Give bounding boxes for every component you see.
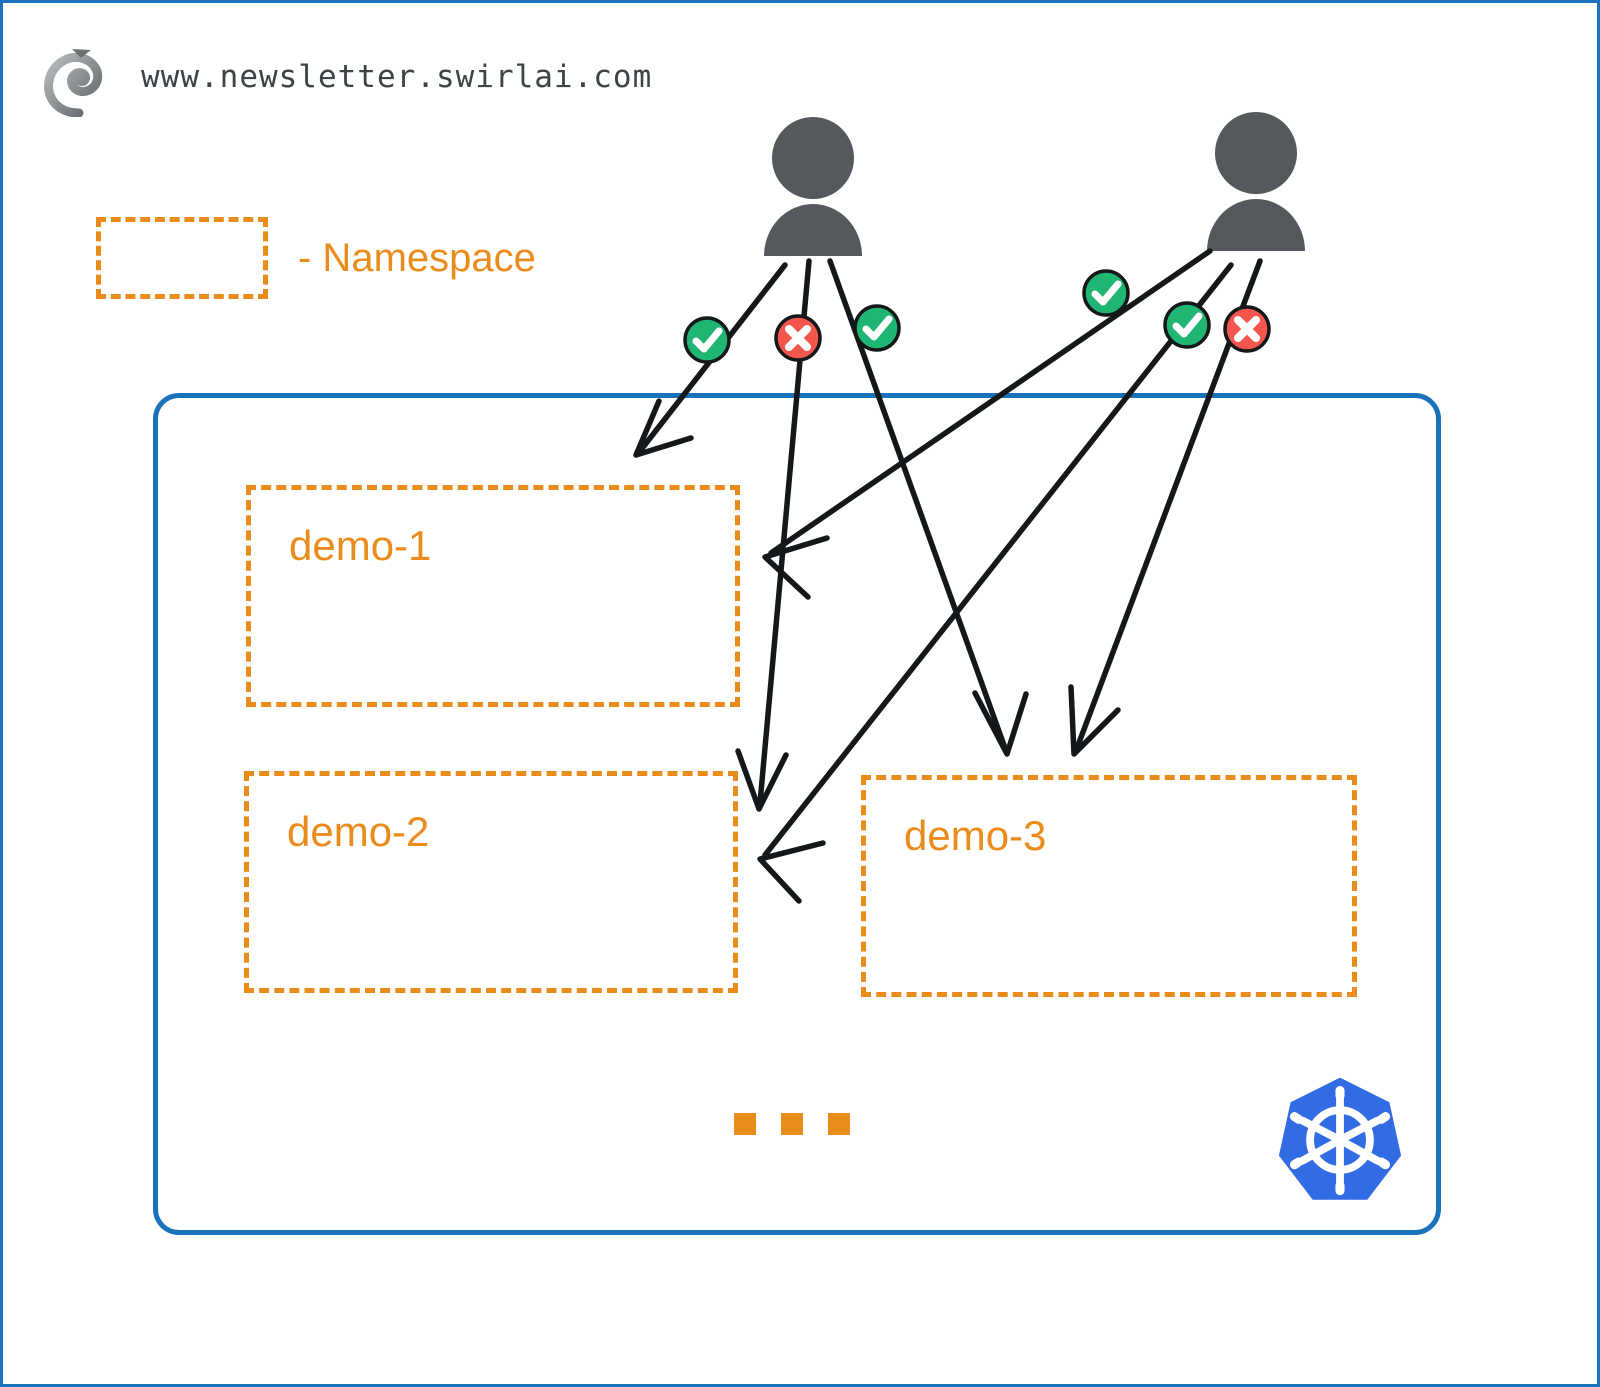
cross-icon xyxy=(1223,305,1271,353)
kubernetes-icon xyxy=(1275,1075,1405,1205)
brand-header: www.newsletter.swirlai.com xyxy=(43,37,652,117)
namespace-demo-3[interactable]: demo-3 xyxy=(861,775,1357,997)
check-icon xyxy=(1163,301,1211,349)
swirl-logo-icon xyxy=(43,37,115,117)
brand-url-text: www.newsletter.swirlai.com xyxy=(141,59,653,95)
badge-right-user-to-demo-1[interactable] xyxy=(1082,269,1132,324)
user-icon xyxy=(764,117,862,256)
namespace-demo-2[interactable]: demo-2 xyxy=(244,771,738,993)
badge-left-user-to-demo-3[interactable] xyxy=(853,304,903,359)
user-right[interactable] xyxy=(1201,111,1311,251)
namespace-demo-1[interactable]: demo-1 xyxy=(246,485,740,707)
namespace-demo-3-label: demo-3 xyxy=(904,812,1047,859)
legend-namespace-swatch xyxy=(96,217,268,299)
more-namespaces-ellipsis xyxy=(734,1113,850,1135)
legend: - Namespace xyxy=(96,217,536,299)
badge-right-user-to-demo-3[interactable] xyxy=(1223,305,1273,360)
badge-left-user-to-demo-1[interactable] xyxy=(683,316,733,371)
namespace-demo-1-label: demo-1 xyxy=(289,522,432,569)
badge-left-user-to-demo-2[interactable] xyxy=(774,314,824,369)
check-icon xyxy=(683,316,731,364)
ellipsis-dot xyxy=(828,1113,850,1135)
ellipsis-dot xyxy=(781,1113,803,1135)
badge-right-user-to-demo-2[interactable] xyxy=(1163,301,1213,356)
user-icon xyxy=(1207,112,1305,251)
ellipsis-dot xyxy=(734,1113,756,1135)
cross-icon xyxy=(774,314,822,362)
user-left[interactable] xyxy=(758,116,868,256)
check-icon xyxy=(853,304,901,352)
check-icon xyxy=(1082,269,1130,317)
legend-namespace-label: - Namespace xyxy=(298,235,536,280)
namespace-demo-2-label: demo-2 xyxy=(287,808,430,855)
